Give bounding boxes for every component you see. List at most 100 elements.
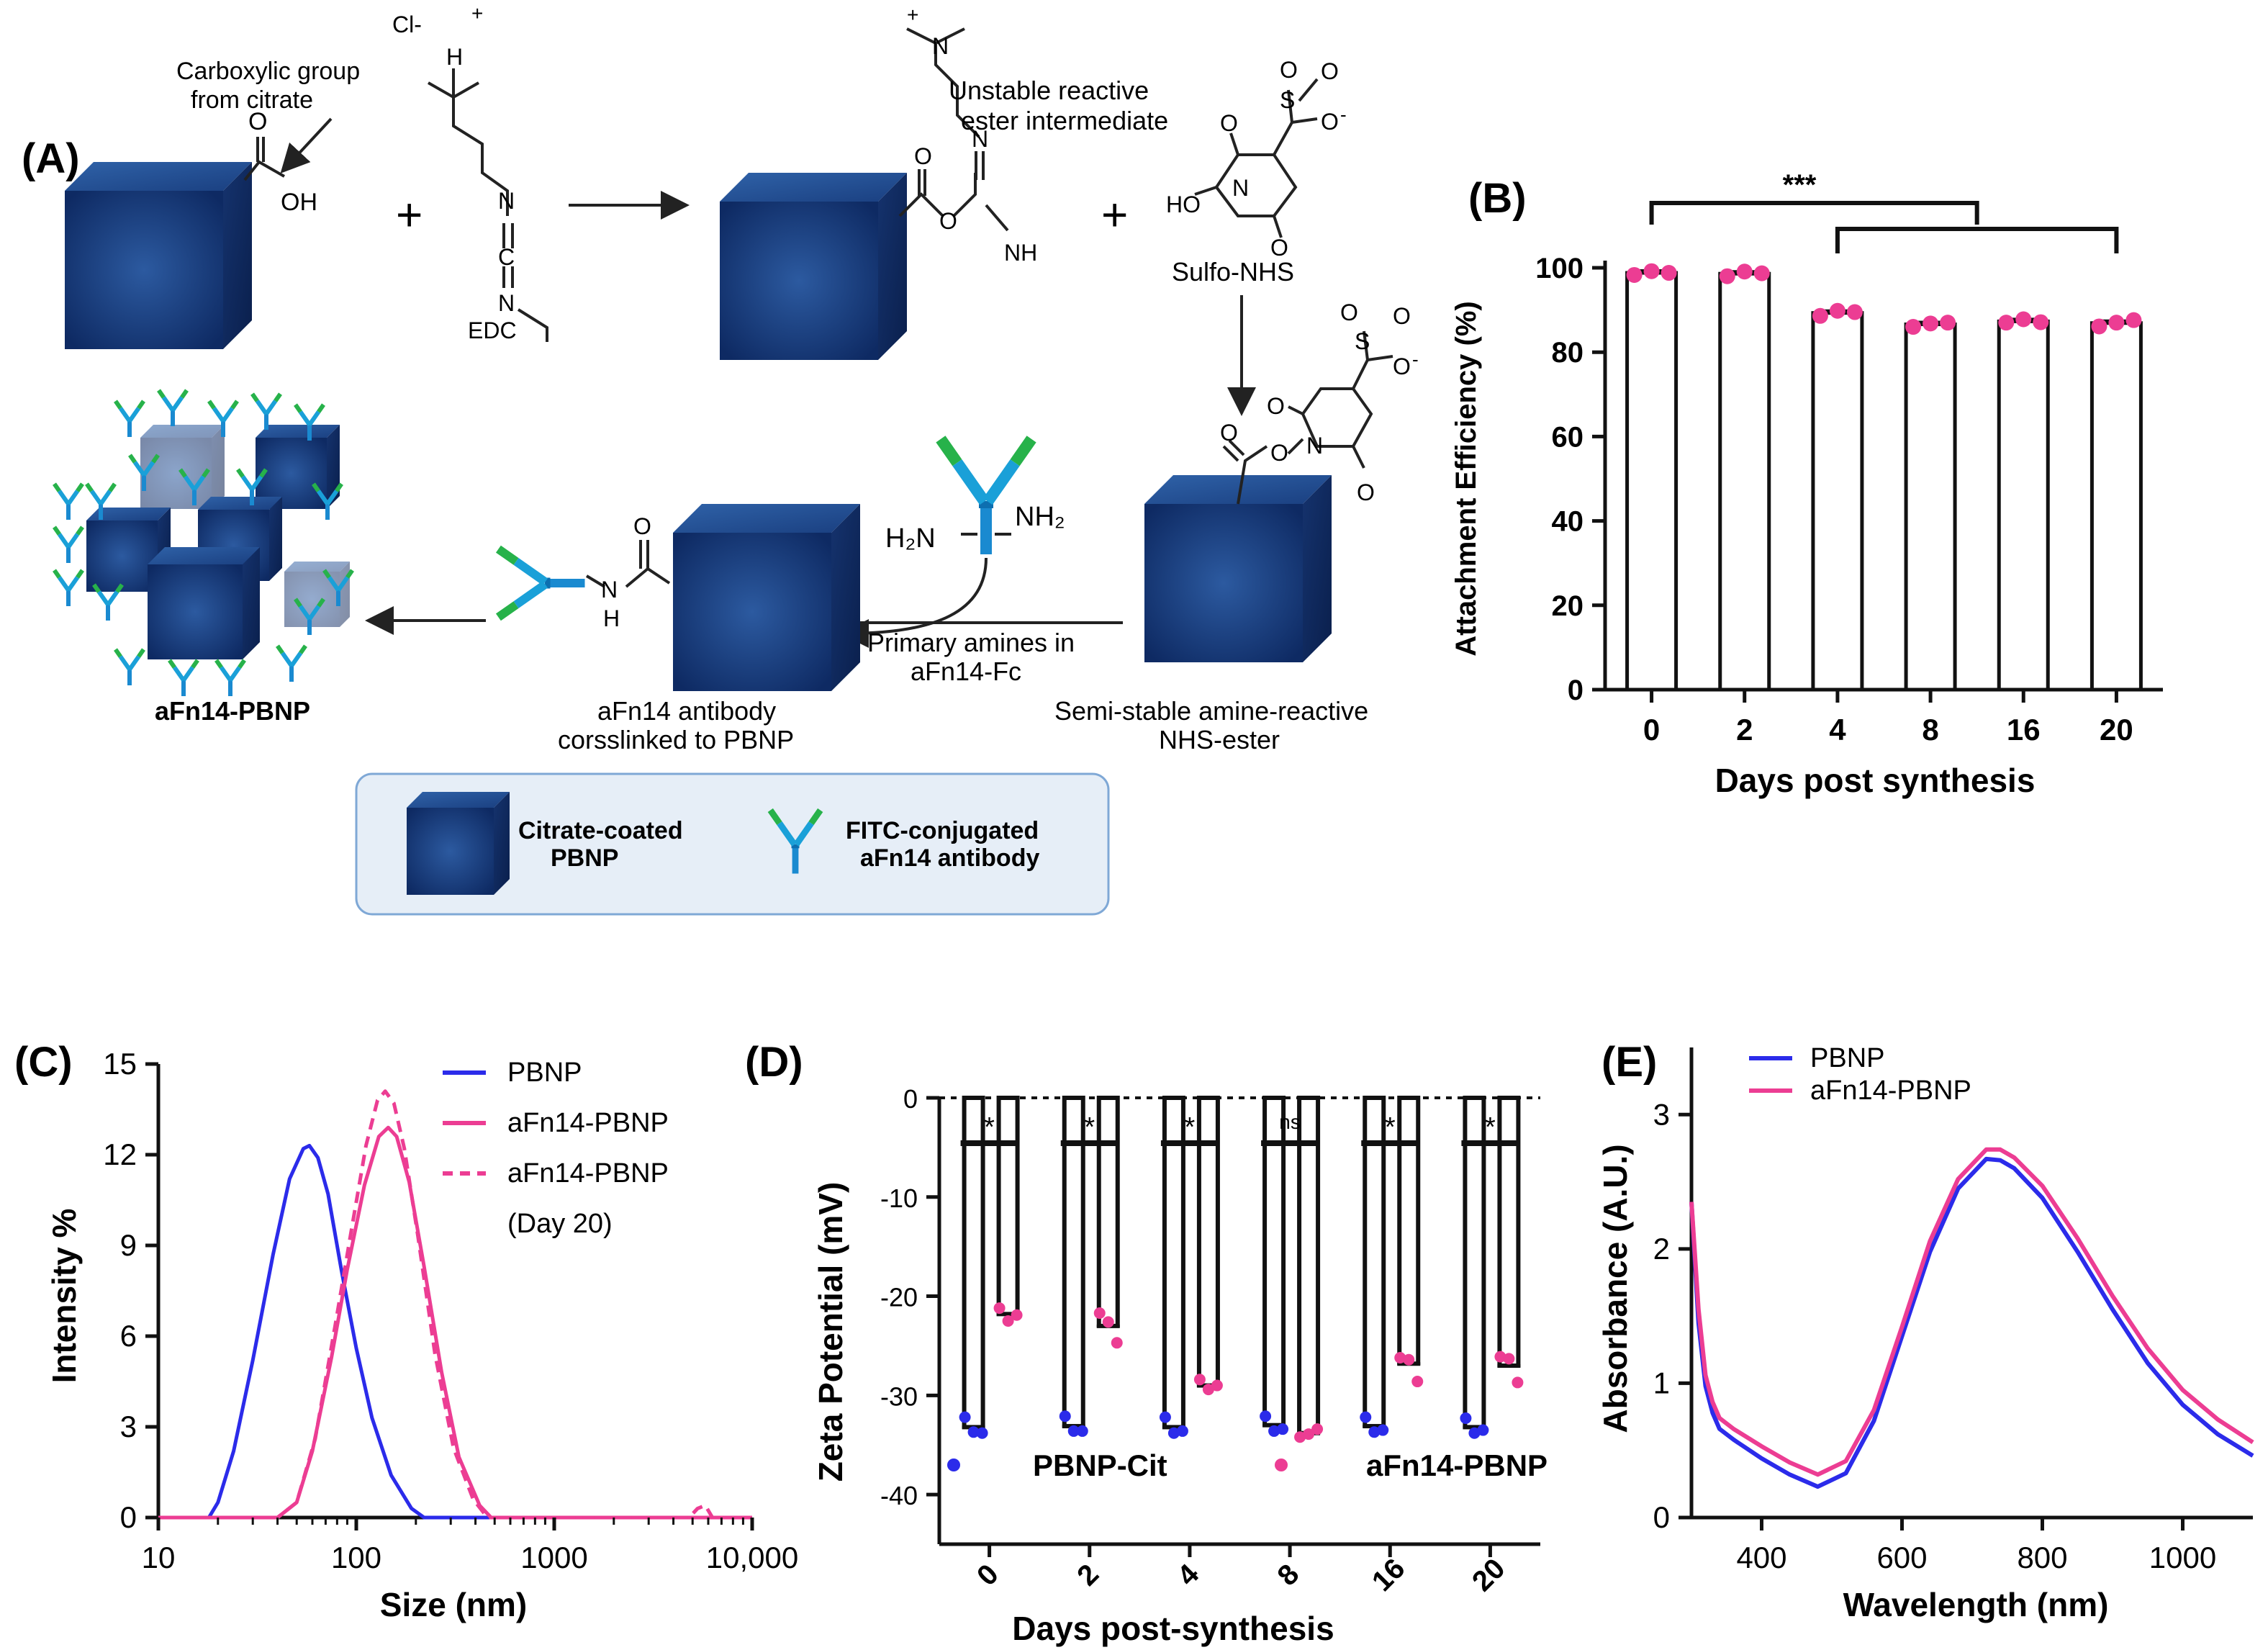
carboxyl-note-line-2: from citrate: [191, 86, 313, 114]
panel-b-point: [1923, 315, 1939, 332]
panel-b-bracket-inner: [1835, 227, 2119, 253]
panel-c-series-line: [158, 1089, 752, 1520]
panel-b-ytick-label: 40: [1552, 506, 1584, 538]
panel-d-point: [1277, 1423, 1289, 1435]
sulfo-nhs-charge: -: [1340, 104, 1347, 125]
panel-d-point: [1202, 1384, 1214, 1396]
panel-d-xtick-label: 16: [1366, 1553, 1411, 1598]
panel-d-bar: [1262, 1096, 1286, 1428]
panel-d-point: [976, 1427, 988, 1439]
panel-b-ytick-label: 0: [1568, 675, 1583, 706]
legend-antibody-line-2: aFn14 antibody: [860, 844, 1039, 872]
panel-b-xtick-label: 2: [1736, 713, 1753, 747]
panel-c-letter: (C): [14, 1039, 73, 1086]
panel-c-ytick-label: 6: [120, 1319, 137, 1353]
panel-e-ytick-label: 0: [1653, 1500, 1670, 1534]
intermediate-o2: O: [939, 208, 957, 234]
nhs-ester-o4: O: [1357, 479, 1375, 505]
legend-label-day20-note: (Day 20): [507, 1209, 613, 1239]
legend-label-pbnp-cit: PBNP-Cit: [1033, 1448, 1167, 1482]
panel-d-point: [1211, 1379, 1223, 1392]
panel-b-point: [1846, 304, 1863, 320]
amide-link: [585, 540, 671, 588]
panel-d-bar: [1363, 1096, 1386, 1429]
panel-c-ylabel: Intensity %: [45, 1209, 83, 1384]
panel-c-xtick-label: 100: [331, 1541, 381, 1574]
nhs-ester-s: S: [1355, 328, 1370, 354]
panel-e-xlabel: Wavelength (nm): [1843, 1586, 2109, 1623]
panel-c-ytick-label: 3: [120, 1410, 137, 1443]
panel-d-sig-label: *: [1485, 1112, 1496, 1142]
panel-d-ytick-label: -30: [880, 1381, 918, 1411]
panel-d-xtick-label: 2: [1071, 1558, 1105, 1592]
panel-d-bar: [1497, 1096, 1521, 1368]
legend-label-e-pbnp: PBNP: [1810, 1043, 1884, 1073]
panel-d-point: [1111, 1337, 1123, 1349]
panel-a: (A) O OH Carboxylic group from citrate +…: [22, 2, 1419, 916]
panel-b-bar: [1625, 271, 1679, 692]
panel-e-axes: [1689, 1047, 2253, 1520]
panel-d-significance: ***ns**: [960, 1111, 1519, 1146]
panel-c-lines: [158, 1089, 752, 1520]
panel-d-point: [1268, 1425, 1280, 1437]
panel-d-ylabel: Zeta Potential (mV): [812, 1182, 849, 1482]
panel-c-ytick-label: 9: [120, 1228, 137, 1262]
panel-d-bars: [959, 1096, 1524, 1443]
edc-label: EDC: [468, 317, 517, 343]
panel-c-ytick-label: 15: [103, 1047, 137, 1081]
panel-b-bar: [1904, 323, 1957, 692]
panel-b-point: [2091, 318, 2107, 335]
sulfo-nhs-label: Sulfo-NHS: [1172, 257, 1294, 287]
panel-b-point: [1626, 266, 1643, 283]
panel-a-letter: (A): [22, 135, 80, 182]
panel-b-bars: [1625, 263, 2143, 692]
panel-d-axes: [937, 1096, 1540, 1546]
nhs-ester-o5: O: [1340, 299, 1358, 325]
nhs-ester-n: N: [1306, 433, 1323, 459]
panel-d-sig-label: *: [984, 1112, 995, 1142]
panel-d-bar: [1096, 1096, 1120, 1328]
panel-c-xtick-label: 10,000: [706, 1541, 798, 1574]
panel-d-point: [1311, 1423, 1324, 1435]
panel-b-bar: [1811, 311, 1864, 692]
panel-b-point: [2033, 314, 2049, 330]
pbnp-cube-intermediate: [720, 173, 907, 360]
panel-b-ytick-label: 20: [1552, 590, 1584, 622]
panel-d-sig-label: *: [1385, 1112, 1396, 1142]
panel-b-axes: [1603, 261, 2163, 692]
primary-amines-line-1: Primary amines in: [867, 628, 1075, 657]
panel-d-point: [1167, 1427, 1180, 1439]
legend-label-afn14: aFn14-PBNP: [507, 1108, 669, 1138]
panel-d-xtick-label: 4: [1171, 1558, 1205, 1592]
pbnp-cube-start: [65, 162, 252, 349]
sulfo-nhs-ho: HO: [1166, 191, 1201, 217]
panel-b-ytick-label: 60: [1552, 421, 1584, 453]
panel-b-point: [2108, 315, 2125, 331]
panel-d-xtick-label: 0: [971, 1558, 1005, 1592]
crosslinked-label-line-1: aFn14 antibody: [597, 696, 776, 726]
panel-d-xlabel: Days post-synthesis: [1012, 1610, 1334, 1647]
panel-e-lines: [1689, 1147, 2254, 1489]
legend-dot-pbnp-cit: [947, 1459, 960, 1471]
carboxyl-pointer-arrow: [280, 117, 333, 173]
nhs-ester-o-minus: O: [1393, 353, 1411, 379]
panel-d-point: [1411, 1376, 1424, 1388]
panel-b-point: [2125, 312, 2142, 328]
panel-d-sig-label: ns: [1279, 1111, 1301, 1133]
panel-d-ytick-label: 0: [903, 1084, 918, 1114]
legend-cube-icon: [407, 792, 510, 895]
panel-c-ytick-label: 12: [103, 1137, 137, 1171]
carboxyl-note-line-1: Carboxylic group: [176, 58, 360, 85]
legend-box: [355, 772, 1110, 916]
panel-b-ytick-label: 80: [1552, 337, 1584, 369]
panel-d-xtick-label: 20: [1466, 1553, 1512, 1598]
panel-d-bar: [1297, 1096, 1321, 1435]
panel-d-ytick-label: -40: [880, 1481, 918, 1510]
sulfo-nhs-o-minus: O: [1321, 109, 1339, 135]
edc-c: C: [498, 244, 515, 270]
panel-d-point: [993, 1302, 1006, 1315]
panel-b-point: [2015, 311, 2032, 328]
